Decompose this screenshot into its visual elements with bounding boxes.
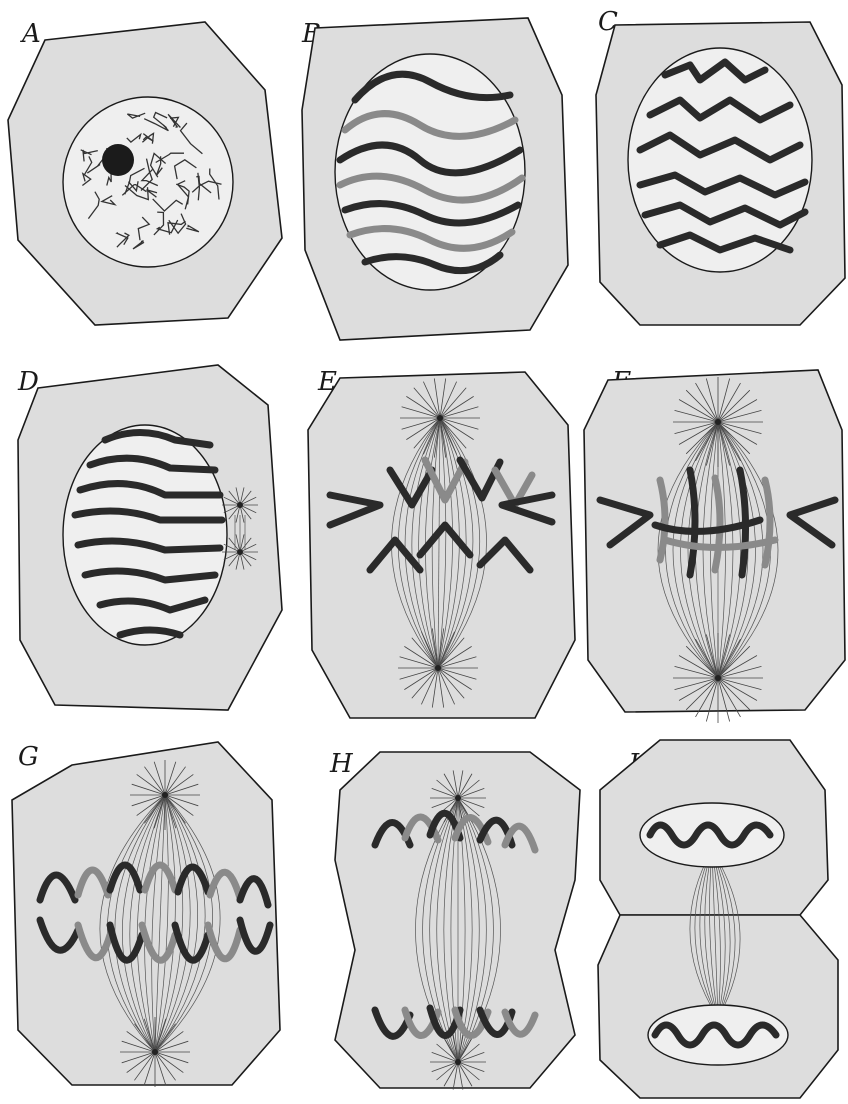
centrosome: [237, 502, 243, 508]
panel-j: J: [598, 740, 838, 1098]
panel-e: E: [308, 367, 575, 718]
centrosome: [437, 415, 443, 421]
panel-c: C: [596, 7, 845, 325]
nucleus: [628, 48, 812, 272]
panel-label-h: H: [329, 749, 354, 779]
centrosome: [152, 1049, 158, 1055]
panel-label-g: G: [18, 742, 39, 772]
panel-h: H: [329, 749, 580, 1090]
panel-g: G: [12, 742, 280, 1087]
centrosome: [715, 675, 721, 681]
nucleolus: [102, 144, 134, 176]
panel-a: A: [8, 19, 282, 325]
centrosome: [455, 795, 461, 801]
upper-daughter-nucleus: [640, 803, 784, 867]
aster-bottom: [673, 633, 763, 723]
panel-f: F: [584, 367, 845, 723]
panel-label-a: A: [20, 19, 41, 49]
centrosome: [162, 792, 168, 798]
panel-d: D: [17, 365, 282, 710]
lower-daughter-nucleus: [648, 1005, 788, 1065]
centrosome: [455, 1059, 461, 1065]
aster-top: [673, 377, 763, 467]
centrosome: [715, 419, 721, 425]
centrosome: [435, 665, 441, 671]
panel-b: B: [301, 18, 568, 340]
